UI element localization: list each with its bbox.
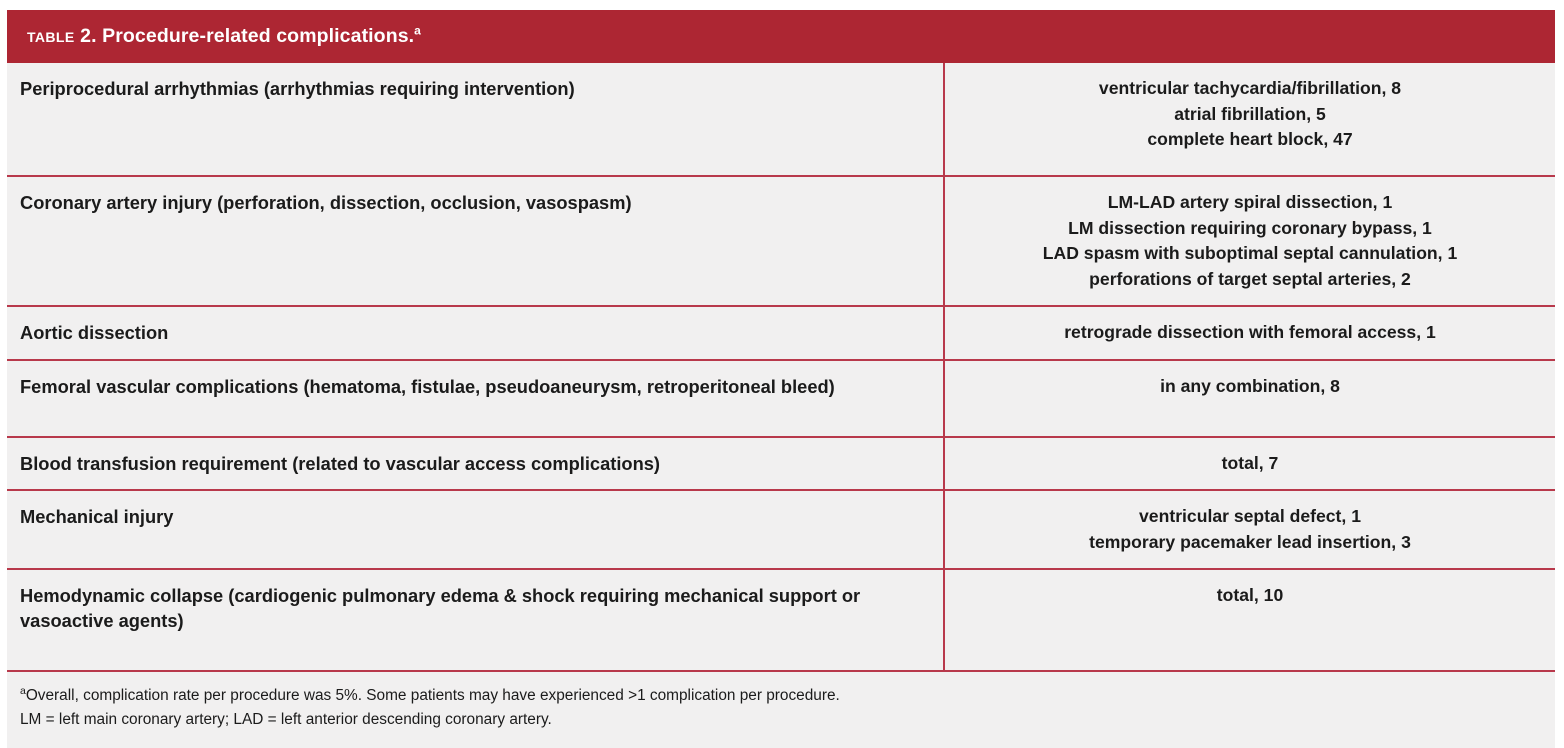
table-row: Blood transfusion requirement (related t… [7, 436, 1555, 491]
details-cell: LM-LAD artery spiral dissection, 1 LM di… [944, 176, 1555, 307]
complication-cell: Aortic dissection [7, 306, 945, 361]
complication-cell: Femoral vascular complications (hematoma… [7, 359, 945, 438]
complication-label: Mechanical injury [20, 506, 174, 527]
detail-item: temporary pacemaker lead insertion, 3 [1089, 531, 1411, 552]
detail-item: retrograde dissection with femoral acces… [1064, 322, 1436, 342]
table-row: Coronary artery injury (perforation, dis… [7, 176, 1555, 307]
footnote-marker: a [20, 685, 26, 697]
footnote-text: Overall, complication rate per procedure… [25, 687, 840, 704]
details-list: ventricular septal defect, 1 temporary p… [945, 491, 1555, 568]
detail-item: in any combination, 8 [1160, 375, 1340, 396]
detail-item: LM-LAD artery spiral dissection, 1 [1107, 192, 1393, 212]
table-2-container: Table 2. Procedure-related complications… [7, 10, 1555, 748]
table-number-and-title: 2. Procedure-related complications. [74, 25, 415, 47]
detail-item: total, 10 [1216, 585, 1284, 605]
details-cell: retrograde dissection with femoral acces… [944, 306, 1555, 361]
page-title: Table 2. Procedure-related complications… [27, 23, 421, 48]
complication-cell: Mechanical injury [7, 490, 945, 570]
complication-label: Coronary artery injury (perforation, dis… [20, 192, 632, 213]
table-label: Table [27, 25, 75, 47]
details-cell: ventricular septal defect, 1 temporary p… [944, 490, 1555, 570]
footnote-abbreviations: LM = left main coronary artery; LAD = le… [20, 708, 1539, 732]
details-cell: total, 7 [944, 436, 1555, 491]
table-row: Periprocedural arrhythmias (arrhythmias … [7, 63, 1555, 177]
details-list: total, 7 [945, 438, 1555, 490]
detail-item: total, 7 [1221, 452, 1279, 473]
table-footnotes: aOverall, complication rate per procedur… [7, 672, 1555, 748]
details-list: in any combination, 8 [945, 361, 1555, 413]
details-list: ventricular tachycardia/fibrillation, 8 … [945, 63, 1555, 166]
complication-label: Periprocedural arrhythmias (arrhythmias … [20, 78, 575, 99]
complication-label: Blood transfusion requirement (related t… [20, 452, 661, 474]
complication-cell: Hemodynamic collapse (cardiogenic pulmon… [7, 569, 945, 672]
complication-cell: Coronary artery injury (perforation, dis… [7, 176, 945, 307]
details-list: retrograde dissection with femoral acces… [945, 307, 1555, 359]
details-list: total, 10 [945, 570, 1555, 622]
detail-item: atrial fibrillation, 5 [1174, 103, 1326, 124]
complication-label: Aortic dissection [20, 322, 169, 343]
details-cell: total, 10 [944, 569, 1555, 672]
detail-item: ventricular tachycardia/fibrillation, 8 [1098, 78, 1402, 98]
footnote-text: LM = left main coronary artery; LAD = le… [20, 711, 552, 728]
details-cell: in any combination, 8 [944, 359, 1555, 438]
details-list: LM-LAD artery spiral dissection, 1 LM di… [945, 177, 1555, 305]
detail-item: complete heart block, 47 [1147, 129, 1353, 149]
details-cell: ventricular tachycardia/fibrillation, 8 … [944, 63, 1555, 177]
table-row: Aortic dissection retrograde dissection … [7, 306, 1555, 361]
caption-footnote-marker: a [414, 23, 421, 38]
table-caption-bar: Table 2. Procedure-related complications… [7, 10, 1555, 63]
page-canvas: Table 2. Procedure-related complications… [7, 10, 1555, 748]
complication-label: Femoral vascular complications (hematoma… [20, 375, 835, 397]
table-row: Femoral vascular complications (hematoma… [7, 359, 1555, 438]
table-row: Mechanical injury ventricular septal def… [7, 490, 1555, 570]
complication-cell: Blood transfusion requirement (related t… [7, 436, 945, 491]
complication-label: Hemodynamic collapse (cardiogenic pulmon… [20, 585, 861, 631]
complication-cell: Periprocedural arrhythmias (arrhythmias … [7, 63, 945, 177]
detail-item: perforations of target septal arteries, … [1089, 268, 1411, 289]
footnote-a: aOverall, complication rate per procedur… [20, 684, 1539, 708]
detail-item: LAD spasm with suboptimal septal cannula… [1042, 243, 1458, 263]
complications-table: Periprocedural arrhythmias (arrhythmias … [7, 63, 1555, 672]
table-row: Hemodynamic collapse (cardiogenic pulmon… [7, 569, 1555, 672]
table-body: Periprocedural arrhythmias (arrhythmias … [7, 63, 1555, 672]
detail-item: ventricular septal defect, 1 [1139, 506, 1361, 526]
detail-item: LM dissection requiring coronary bypass,… [1068, 217, 1432, 238]
